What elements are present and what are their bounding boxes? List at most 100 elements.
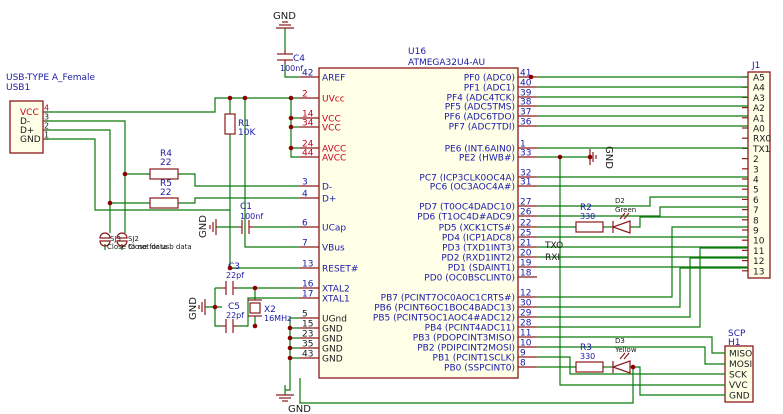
- j1-pin-name: 11: [753, 247, 764, 257]
- u16-right-pin-name: PF4 (ADC4TCK): [447, 94, 515, 104]
- gnd-symbol-xtal: GND: [188, 297, 206, 320]
- u16-left-pin-number: 42: [302, 69, 313, 79]
- usb-type-label: USB-TYPE A_Female: [6, 73, 96, 83]
- usb-pin-name: GND: [20, 135, 41, 145]
- gnd-label-xtal: GND: [188, 297, 199, 320]
- components: GND C4 100nf R1 10K R4 22 R5 22: [99, 11, 637, 414]
- u16-left-pin-name: AVCC: [322, 154, 346, 164]
- u16-value: ATMEGA32U4-AU: [408, 58, 485, 68]
- u16-left-pin-number: 44: [302, 149, 314, 159]
- u16-right-pin-name: PD3 (TXD1INT3): [442, 244, 515, 254]
- u16-left-pin-number: 16: [302, 280, 314, 290]
- u16-right-pin-number: 28: [520, 319, 532, 329]
- usb-pin-number: 3: [44, 113, 49, 122]
- u16-right-pin-number: 40: [520, 79, 532, 89]
- r1-resistor: R1 10K: [224, 113, 256, 138]
- u16-right-pin-name: PF6 (ADC6TDO): [444, 113, 515, 123]
- scp-pin-name: VVC: [729, 381, 748, 391]
- u16-right-pin-name: PC7 (ICP3CLK0OC4A): [419, 174, 515, 184]
- c3-value: 22pf: [226, 271, 244, 280]
- u16-left-pin-number: 23: [302, 330, 313, 340]
- r2-resistor: R2 330: [575, 203, 604, 233]
- r4-ref: R4: [160, 149, 172, 159]
- u16-right-pin-number: 31: [520, 178, 531, 188]
- u16-right-pin-name: PB0 (SSPCINT0): [444, 364, 515, 374]
- u16-right-pin-number: 41: [520, 69, 531, 79]
- j1-pin-name: RX0: [753, 135, 771, 145]
- r1-value: 10K: [238, 128, 256, 138]
- c1-value: 100nf: [240, 212, 263, 221]
- j1-pin-name: A4: [753, 84, 765, 94]
- net-label-txo: TXO: [544, 241, 563, 251]
- u16-left-pin-name: D+: [322, 195, 336, 205]
- u16-left-pin-name: UCap: [322, 224, 346, 234]
- usb-pin-number: 4: [44, 104, 49, 113]
- u16-right-pin-number: 36: [520, 118, 532, 128]
- scp-body: [724, 345, 754, 403]
- u16-right-pin-number: 19: [520, 259, 532, 269]
- u16-right-pin-name: PF0 (ADC0): [464, 74, 515, 84]
- j1-pin-name: 7: [753, 206, 759, 216]
- scp-pin-name: GND: [729, 392, 750, 402]
- usb-ref: USB1: [6, 83, 30, 93]
- c1-capacitor: C1 100nf: [238, 202, 263, 234]
- r5-resistor: R5 22: [149, 179, 179, 209]
- d3-value: Yellow: [614, 346, 637, 354]
- u16-right-pin-name: PB2 (PDIPCINT2MOSI): [417, 344, 515, 354]
- sj3-note: Close to not data: [107, 243, 167, 251]
- sj3-ref: SJ3: [110, 235, 121, 243]
- gnd-label-pe2: GND: [603, 146, 614, 169]
- usb-pin-number: 2: [44, 122, 49, 131]
- u16-left-pin-name: GND: [322, 345, 343, 355]
- u16-right-pin-name: PD4 (ICP1ADC8): [442, 234, 515, 244]
- u16-left-pin-name: UVcc: [322, 95, 345, 105]
- j1-pin-name: 6: [753, 196, 759, 206]
- u16-right-pin-number: 30: [520, 299, 532, 309]
- u16-left-pin-name: UGnd: [322, 315, 347, 325]
- u16-body: [318, 67, 519, 379]
- u16-right-pin-name: PD5 (XCK1CTS#): [439, 224, 515, 234]
- u16-left-pin-name: D-: [322, 183, 332, 193]
- u16-right-pin-number: 38: [520, 98, 532, 108]
- u16-right-pin-number: 37: [520, 108, 531, 118]
- u16-right-pin-number: 8: [520, 359, 526, 369]
- r5-ref: R5: [160, 179, 172, 189]
- gnd-label-bottom: GND: [288, 404, 311, 414]
- u16-ref: U16: [408, 47, 426, 57]
- sj3-jumper: SJ3 Close to not data: [99, 232, 167, 251]
- u16-left-pin-number: 15: [302, 320, 313, 330]
- u16-right-pin-number: 33: [520, 149, 531, 159]
- r2-value: 330: [580, 212, 595, 221]
- u16-right-pin-number: 1: [520, 140, 526, 150]
- u16-right-pin-number: 39: [520, 89, 532, 99]
- u16-left-pin-name: GND: [322, 325, 343, 335]
- gnd-label-ucap: GND: [198, 215, 209, 238]
- u16-left-pin-name: XTAL2: [322, 285, 350, 295]
- u16-right-pin-number: 20: [520, 249, 532, 259]
- u16-left-pin-name: XTAL1: [322, 295, 350, 305]
- u16-right-pin-name: PB4 (PCINT4ADC11): [425, 324, 515, 334]
- j1-pin-name: 3: [753, 165, 759, 175]
- wires: [46, 28, 748, 404]
- c1-ref: C1: [240, 202, 252, 212]
- u16-right-pin-name: PB6 (PCINT6OC1BOC4BADC13): [374, 304, 515, 314]
- u16-right-pin-name: PC6 (OC3AOC4A#): [430, 183, 515, 193]
- j1-pin-name: A1: [753, 114, 765, 124]
- gnd-symbol-pe2: GND: [589, 146, 614, 169]
- d2-ref: D2: [615, 197, 625, 205]
- u16-right-pin-number: 9: [520, 349, 526, 359]
- d2-led: D2 Green: [611, 197, 636, 234]
- u16-right-pin-number: 22: [520, 219, 531, 229]
- j1-pin-name: 4: [753, 176, 759, 186]
- c5-ref: C5: [228, 302, 240, 312]
- u16-right-pin-number: 11: [520, 329, 531, 339]
- d2-value: Green: [615, 206, 636, 214]
- u16-right-pin-name: PF5 (ADC5TMS): [445, 103, 515, 113]
- c5-capacitor: C5 22pf: [222, 302, 244, 333]
- x2-value: 16MHz: [264, 314, 291, 323]
